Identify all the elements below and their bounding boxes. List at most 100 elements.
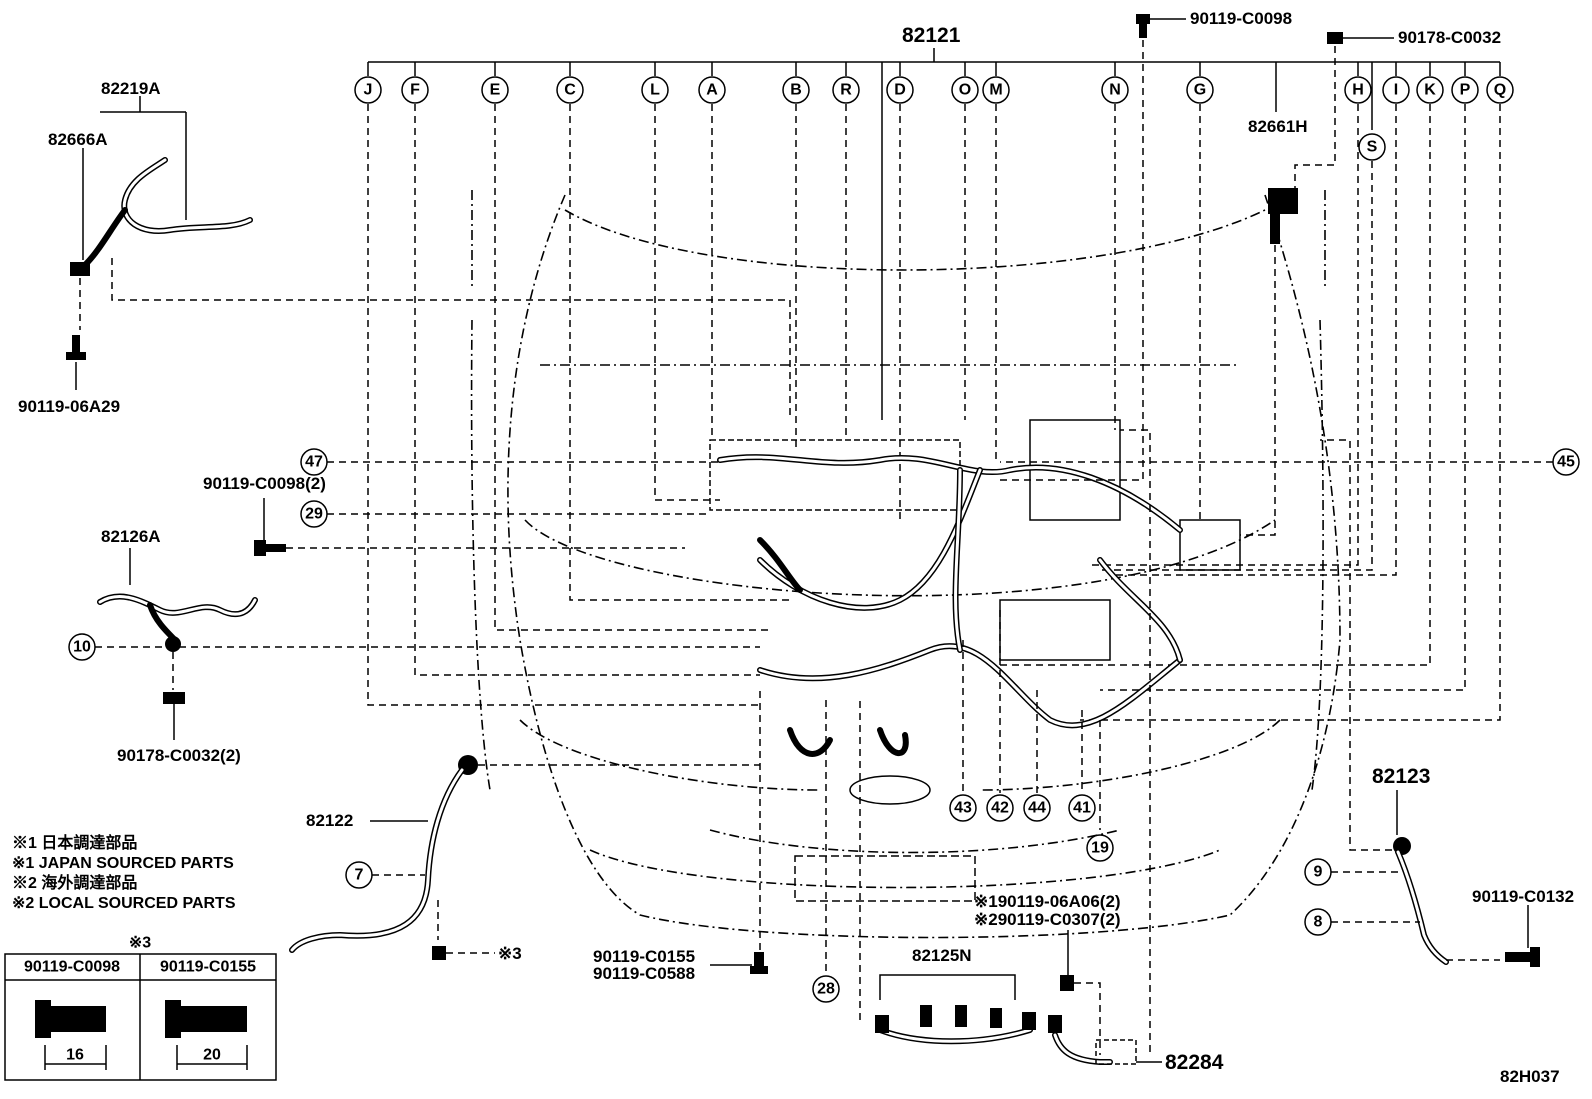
- part-82125N-label: 82125N: [912, 946, 972, 965]
- callout-A: [698, 76, 726, 104]
- legend-line-3: ※2 海外調達部品: [12, 873, 137, 892]
- legend-line-1: ※1 日本調達部品: [12, 833, 137, 852]
- callout-O: [951, 76, 979, 104]
- part-90119-C0098-2-label: 90119-C0098(2): [203, 474, 326, 493]
- callout-S-label: S: [1367, 139, 1378, 156]
- callout-C: [556, 76, 584, 104]
- callout-Q-label: Q: [1494, 82, 1506, 99]
- bolt-90119-C0098-top-icon: [1000, 14, 1186, 481]
- part-82666A-label: 82666A: [48, 130, 108, 149]
- callout-H: [1344, 76, 1372, 104]
- callout-N: [1101, 76, 1129, 104]
- callout-P-label: P: [1460, 82, 1471, 99]
- part-82219A-label: 82219A: [101, 79, 161, 98]
- part-82122-cable: [289, 755, 760, 953]
- bolt-table-title: ※3: [129, 935, 151, 952]
- bolt-90119-C0132-icon: [1505, 905, 1540, 967]
- bolt-table-col2: 90119-C0155: [160, 959, 256, 976]
- callout-E: [481, 76, 509, 104]
- callout-D: [886, 76, 914, 104]
- callout-S: [1358, 133, 1386, 161]
- part-90119-C0132-label: 90119-C0132: [1472, 887, 1574, 906]
- engine-harness: [709, 419, 1241, 757]
- callout-L: [641, 76, 669, 104]
- callout-28-label: 28: [817, 981, 835, 998]
- callout-K-label: K: [1424, 82, 1436, 99]
- callout-M-label: M: [989, 82, 1002, 99]
- callout-47-label: 47: [305, 454, 323, 471]
- note3-mark: ※3: [498, 944, 522, 963]
- part-note1-bolt-label: ※190119-06A06(2): [974, 892, 1121, 911]
- part-82125N-harness: [859, 700, 1036, 1045]
- callout-43-label: 43: [954, 800, 972, 817]
- bolt-90119-C0098-icon: [254, 498, 685, 556]
- main-harness-label: 82121: [902, 24, 961, 47]
- leader-82125N: [879, 974, 1016, 1000]
- part-90178-C0032-label: 90178-C0032: [1398, 28, 1501, 47]
- part-82284-cable: [1048, 429, 1162, 1065]
- bolt-note3-icon: [432, 900, 495, 960]
- callout-42: [986, 794, 1014, 822]
- part-90119-C0588-label: 90119-C0588: [593, 964, 695, 983]
- callout-44: [1023, 794, 1051, 822]
- bolt-20-icon: [165, 1000, 248, 1070]
- callout-E-label: E: [490, 82, 501, 99]
- callout-P: [1451, 76, 1479, 104]
- callout-N-label: N: [1109, 82, 1121, 99]
- nut-90178-C0032-top-icon: [1294, 32, 1394, 190]
- part-90119-C0098-label: 90119-C0098: [1190, 9, 1292, 28]
- callout-J-label: J: [364, 82, 373, 99]
- callout-41: [1068, 794, 1096, 822]
- part-82284-label: 82284: [1165, 1051, 1224, 1074]
- part-90178-C0032-2-label: 90178-C0032(2): [117, 746, 241, 765]
- bolt-table-len2: 20: [203, 1047, 221, 1064]
- callout-B-label: B: [790, 82, 802, 99]
- callout-G-label: G: [1194, 82, 1206, 99]
- connector-callouts: J F E C L A B R D O M N G H I K P Q S: [354, 76, 1514, 161]
- bottom-callouts: 43 42 44 41 19 28: [812, 610, 1114, 1003]
- callout-B: [782, 76, 810, 104]
- part-82219A-group: [70, 96, 791, 420]
- legend-line-4: ※2 LOCAL SOURCED PARTS: [12, 895, 236, 912]
- bolt-table-len1: 16: [66, 1047, 84, 1064]
- callout-44-label: 44: [1028, 800, 1046, 817]
- callout-19: [1086, 834, 1114, 862]
- connector-leaders: [367, 104, 1501, 721]
- part-82123-label: 82123: [1372, 765, 1430, 788]
- callout-H-label: H: [1352, 82, 1364, 99]
- callout-8-label: 8: [1314, 914, 1323, 931]
- main-harness-bracket: [367, 48, 1501, 420]
- part-82126A-harness: [97, 593, 258, 652]
- bolt-table-col1: 90119-C0098: [24, 959, 120, 976]
- callout-J: [354, 76, 382, 104]
- callout-R-label: R: [840, 82, 852, 99]
- callout-28: [812, 975, 840, 1003]
- callout-M: [982, 76, 1010, 104]
- callout-R: [832, 76, 860, 104]
- bolt-table: ※3 90119-C0098 90119-C0155 16 20: [4, 935, 277, 1081]
- callout-I: [1382, 76, 1410, 104]
- part-90119-C0155-label: 90119-C0155: [593, 947, 695, 966]
- nut-90178-C0032-icon: [163, 692, 185, 740]
- callout-41-label: 41: [1073, 800, 1091, 817]
- legend-line-2: ※1 JAPAN SOURCED PARTS: [12, 855, 234, 872]
- callout-G: [1186, 76, 1214, 104]
- callout-9-label: 9: [1314, 864, 1323, 881]
- callout-7-label: 7: [355, 867, 364, 884]
- part-82126A-label: 82126A: [101, 527, 161, 546]
- callout-A-label: A: [706, 82, 718, 99]
- part-82661H-label: 82661H: [1248, 117, 1308, 136]
- part-82661H-bracket: [1240, 188, 1298, 536]
- callout-19-label: 19: [1091, 840, 1109, 857]
- callout-29-label: 29: [305, 506, 323, 523]
- callout-F: [401, 76, 429, 104]
- callout-45-label: 45: [1557, 454, 1575, 471]
- callout-43: [949, 794, 977, 822]
- callout-K: [1416, 76, 1444, 104]
- bolt-16-icon: [35, 1000, 107, 1070]
- diagram-id: 82H037: [1500, 1067, 1560, 1086]
- bolt-note12-icon: [1060, 930, 1101, 1055]
- callout-C-label: C: [564, 82, 576, 99]
- callout-Q: [1486, 76, 1514, 104]
